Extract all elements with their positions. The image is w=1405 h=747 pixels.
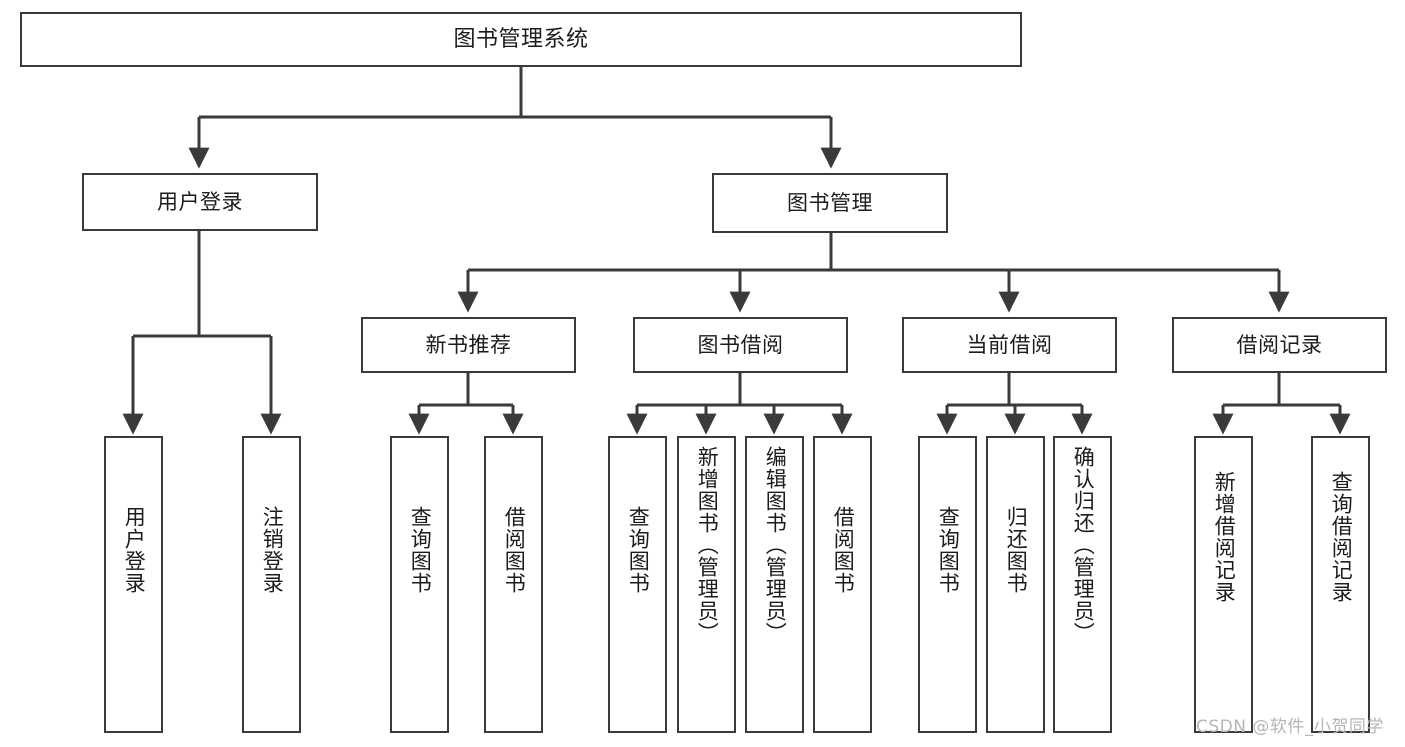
node-label: 图书借阅	[697, 332, 784, 357]
node-label: 图书管理	[787, 190, 873, 215]
node-borrow-record[interactable]: 借阅记录	[1172, 317, 1387, 373]
node-label: 确认归还（管理员）	[1071, 446, 1096, 644]
node-label: 当前借阅	[966, 332, 1053, 357]
node-user-login[interactable]: 用户登录	[82, 173, 318, 231]
node-label: 用户登录	[122, 506, 147, 594]
node-label: 查询图书	[936, 506, 961, 594]
node-label: 归还图书	[1004, 506, 1029, 594]
node-leaf-new-book-borrow[interactable]: 借阅图书	[484, 436, 543, 733]
node-leaf-user-login-login[interactable]: 用户登录	[104, 436, 163, 733]
node-new-book-recommend[interactable]: 新书推荐	[361, 317, 576, 373]
csdn-watermark: CSDN @软件_小贺同学	[1196, 717, 1384, 737]
node-book-borrow[interactable]: 图书借阅	[633, 317, 848, 373]
node-label: 新增借阅记录	[1212, 471, 1237, 603]
node-leaf-book-borrow-query[interactable]: 查询图书	[608, 436, 667, 733]
node-label: 新增图书（管理员）	[695, 446, 720, 644]
node-label: 查询图书	[626, 506, 651, 594]
node-leaf-book-borrow-edit[interactable]: 编辑图书（管理员）	[745, 436, 804, 733]
node-leaf-book-borrow-borrow[interactable]: 借阅图书	[813, 436, 872, 733]
node-label: 新书推荐	[425, 332, 512, 357]
node-leaf-book-borrow-add[interactable]: 新增图书（管理员）	[677, 436, 736, 733]
node-book-management[interactable]: 图书管理	[712, 173, 948, 233]
node-leaf-current-borrow-query[interactable]: 查询图书	[918, 436, 977, 733]
node-label: 借阅图书	[831, 506, 856, 594]
node-label: 借阅记录	[1236, 332, 1323, 357]
node-leaf-current-borrow-return[interactable]: 归还图书	[986, 436, 1045, 733]
node-label: 图书管理系统	[453, 26, 589, 52]
node-leaf-user-login-logout[interactable]: 注销登录	[242, 436, 301, 733]
node-label: 借阅图书	[502, 506, 527, 594]
node-label: 查询图书	[408, 506, 433, 594]
node-label: 用户登录	[157, 189, 243, 214]
node-leaf-new-book-query[interactable]: 查询图书	[390, 436, 449, 733]
node-root-system[interactable]: 图书管理系统	[20, 12, 1022, 67]
node-leaf-borrow-record-add[interactable]: 新增借阅记录	[1194, 436, 1253, 733]
node-label: 查询借阅记录	[1329, 471, 1354, 603]
node-label: 注销登录	[260, 506, 285, 594]
node-current-borrow[interactable]: 当前借阅	[902, 317, 1117, 373]
node-leaf-current-borrow-confirm[interactable]: 确认归还（管理员）	[1053, 436, 1112, 733]
node-leaf-borrow-record-query[interactable]: 查询借阅记录	[1311, 436, 1370, 733]
node-label: 编辑图书（管理员）	[763, 446, 788, 644]
